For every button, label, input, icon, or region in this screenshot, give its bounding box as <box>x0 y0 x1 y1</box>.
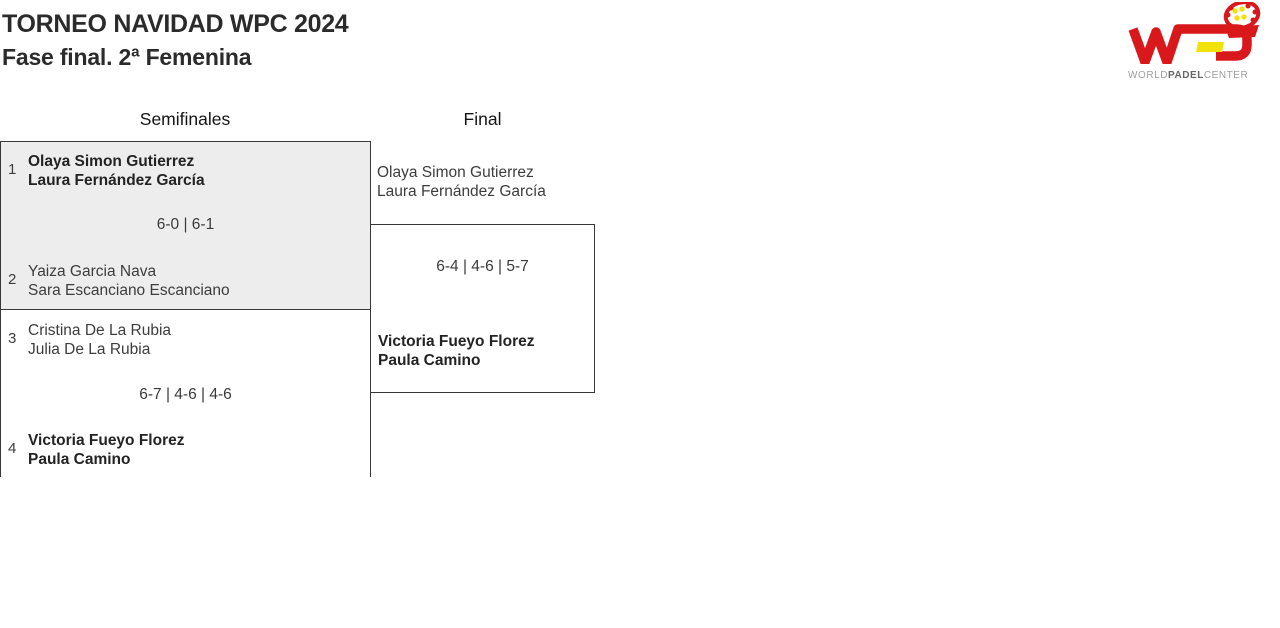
logo-word-padel: PADEL <box>1167 70 1204 81</box>
seed-number: 2 <box>8 271 17 288</box>
player-name: Victoria Fueyo Florez <box>28 432 185 449</box>
seed-number: 1 <box>8 161 17 178</box>
semifinal-match-1: 1 Olaya Simon Gutierrez Laura Fernández … <box>1 142 370 310</box>
player-name: Yaiza Garcia Nava <box>28 263 157 280</box>
match-score: 6-0 | 6-1 <box>156 216 215 233</box>
team-names: Cristina De La Rubia Julia De La Rubia <box>28 321 171 359</box>
player-name: Paula Camino <box>378 352 481 369</box>
logo-word-world: WORLD <box>1128 70 1168 81</box>
round-header-semifinals: Semifinales <box>139 109 231 129</box>
racket-dots <box>1225 3 1258 23</box>
match-score: 6-7 | 4-6 | 4-6 <box>139 386 232 403</box>
seed-number: 3 <box>8 330 17 347</box>
logo-word-center: CENTER <box>1203 70 1249 81</box>
player-name: Laura Fernández García <box>377 183 546 200</box>
player-name: Olaya Simon Gutierrez <box>377 164 534 181</box>
player-name: Paula Camino <box>28 451 131 468</box>
player-name: Laura Fernández García <box>28 172 205 189</box>
page-title: TORNEO NAVIDAD WPC 2024 <box>2 10 349 38</box>
team-names: Olaya Simon Gutierrez Laura Fernández Ga… <box>28 152 205 190</box>
round-header-final: Final <box>463 109 502 129</box>
wpc-logo-mark <box>1128 0 1261 67</box>
semifinals-column: 1 Olaya Simon Gutierrez Laura Fernández … <box>0 141 371 477</box>
logo-wordmark: WORLDPADELCENTER <box>1128 70 1264 81</box>
final-team-top: Olaya Simon Gutierrez Laura Fernández Ga… <box>377 163 546 201</box>
wpc-letters-stroke <box>1128 24 1252 67</box>
final-match-box: 6-4 | 4-6 | 5-7 Victoria Fueyo Florez Pa… <box>370 224 595 393</box>
wpc-yellow-bar <box>1196 42 1224 52</box>
page-subtitle: Fase final. 2ª Femenina <box>2 44 252 70</box>
final-score: 6-4 | 4-6 | 5-7 <box>436 258 529 275</box>
player-name: Sara Escanciano Escanciano <box>28 282 230 299</box>
wpc-logo: WORLDPADELCENTER <box>1128 0 1264 81</box>
team-names: Victoria Fueyo Florez Paula Camino <box>28 431 184 469</box>
player-name: Victoria Fueyo Florez <box>378 333 535 350</box>
team-names: Yaiza Garcia Nava Sara Escanciano Escanc… <box>28 262 230 300</box>
player-name: Cristina De La Rubia <box>28 322 172 339</box>
seed-number: 4 <box>8 440 17 457</box>
player-name: Julia De La Rubia <box>28 341 151 358</box>
racket-throat <box>1225 25 1259 38</box>
player-name: Olaya Simon Gutierrez <box>28 153 195 170</box>
semifinal-match-2: 3 Cristina De La Rubia Julia De La Rubia… <box>1 310 370 477</box>
final-team-bottom: Victoria Fueyo Florez Paula Camino <box>378 332 534 370</box>
